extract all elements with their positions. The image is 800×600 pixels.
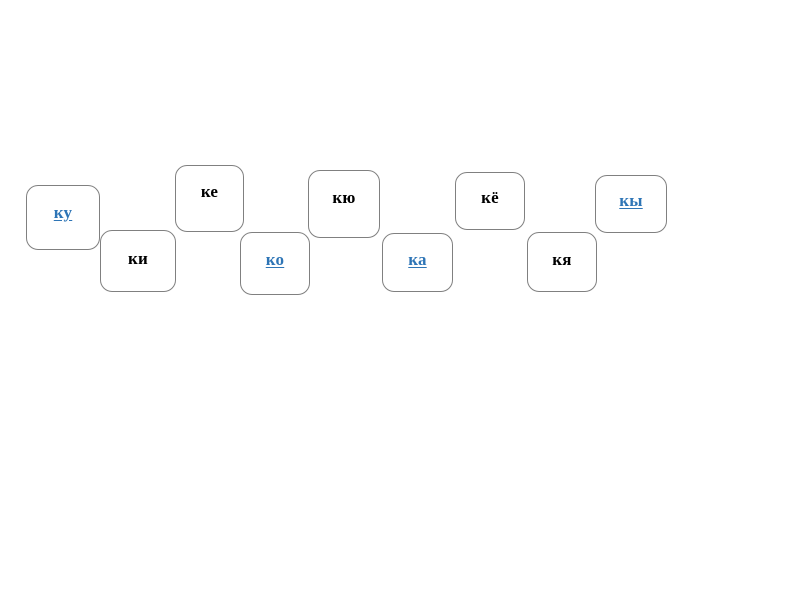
syllable-label-ko[interactable]: ко bbox=[265, 250, 285, 269]
syllable-box-ky[interactable]: кы bbox=[595, 175, 667, 233]
syllable-box-kyu[interactable]: кю bbox=[308, 170, 380, 238]
syllable-box-ko[interactable]: ко bbox=[240, 232, 310, 295]
syllable-box-ka[interactable]: ка bbox=[382, 233, 453, 292]
syllable-box-ke[interactable]: ке bbox=[175, 165, 244, 232]
syllable-label-kya: кя bbox=[552, 250, 572, 269]
syllable-label-kyu: кю bbox=[332, 188, 356, 207]
syllable-label-ki: ки bbox=[128, 249, 148, 268]
syllable-box-ki[interactable]: ки bbox=[100, 230, 176, 292]
syllable-label-kyo: кё bbox=[481, 188, 499, 207]
syllable-label-ka[interactable]: ка bbox=[408, 250, 427, 269]
syllable-label-ku[interactable]: ку bbox=[53, 203, 73, 222]
syllable-box-kyo[interactable]: кё bbox=[455, 172, 525, 230]
syllable-box-kya[interactable]: кя bbox=[527, 232, 597, 292]
syllable-label-ke: ке bbox=[200, 182, 219, 201]
syllable-box-ku[interactable]: ку bbox=[26, 185, 100, 250]
syllable-label-ky[interactable]: кы bbox=[619, 191, 643, 210]
